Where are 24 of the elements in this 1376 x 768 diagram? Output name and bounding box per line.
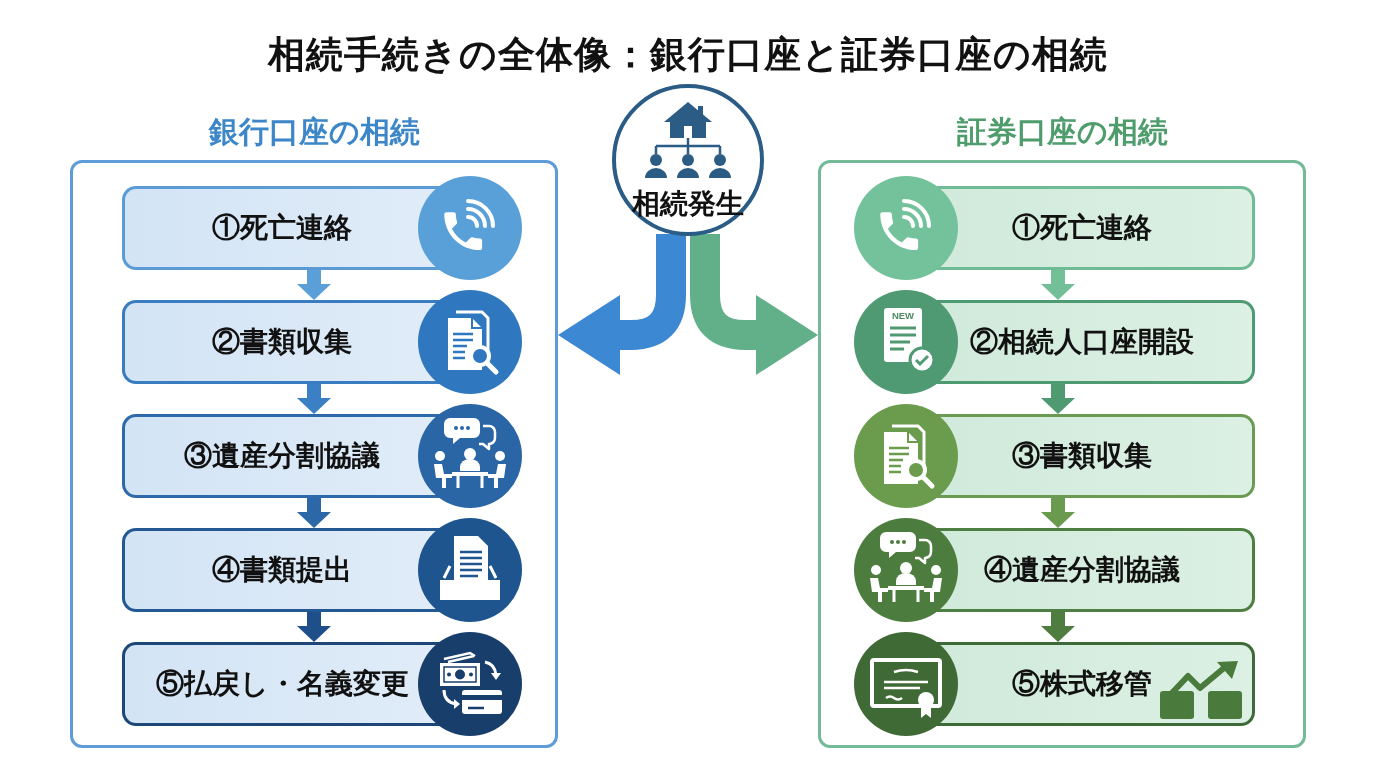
arrow	[297, 270, 331, 300]
step-label: ⑤払戻し・名義変更	[155, 667, 409, 701]
arrow	[297, 498, 331, 528]
arrow	[1041, 270, 1075, 300]
step-label: ②相続人口座開設	[970, 325, 1194, 359]
step-label: ②書類収集	[212, 325, 352, 359]
step-label: ③書類収集	[1012, 439, 1152, 473]
icon-label: NEW	[891, 310, 915, 322]
step-label: ⑤株式移管	[1012, 667, 1152, 701]
arrow	[297, 612, 331, 642]
panel-heading: 証券口座の相続	[956, 114, 1168, 150]
step-label: ①死亡連絡	[1012, 211, 1152, 245]
step-label: ④遺産分割協議	[984, 553, 1180, 587]
block-arrow	[558, 234, 686, 375]
arrow	[1041, 612, 1075, 642]
title: 相続手続きの全体像：銀行口座と証券口座の相続	[268, 33, 1108, 77]
panel-heading: 銀行口座の相続	[208, 114, 420, 150]
circle-label: 相続発生	[632, 187, 744, 221]
arrow	[1041, 498, 1075, 528]
arrow	[297, 384, 331, 414]
step-label: ④書類提出	[212, 553, 352, 587]
step-label: ①死亡連絡	[212, 211, 352, 245]
step-label: ③遺産分割協議	[184, 439, 380, 473]
arrow	[1041, 384, 1075, 414]
